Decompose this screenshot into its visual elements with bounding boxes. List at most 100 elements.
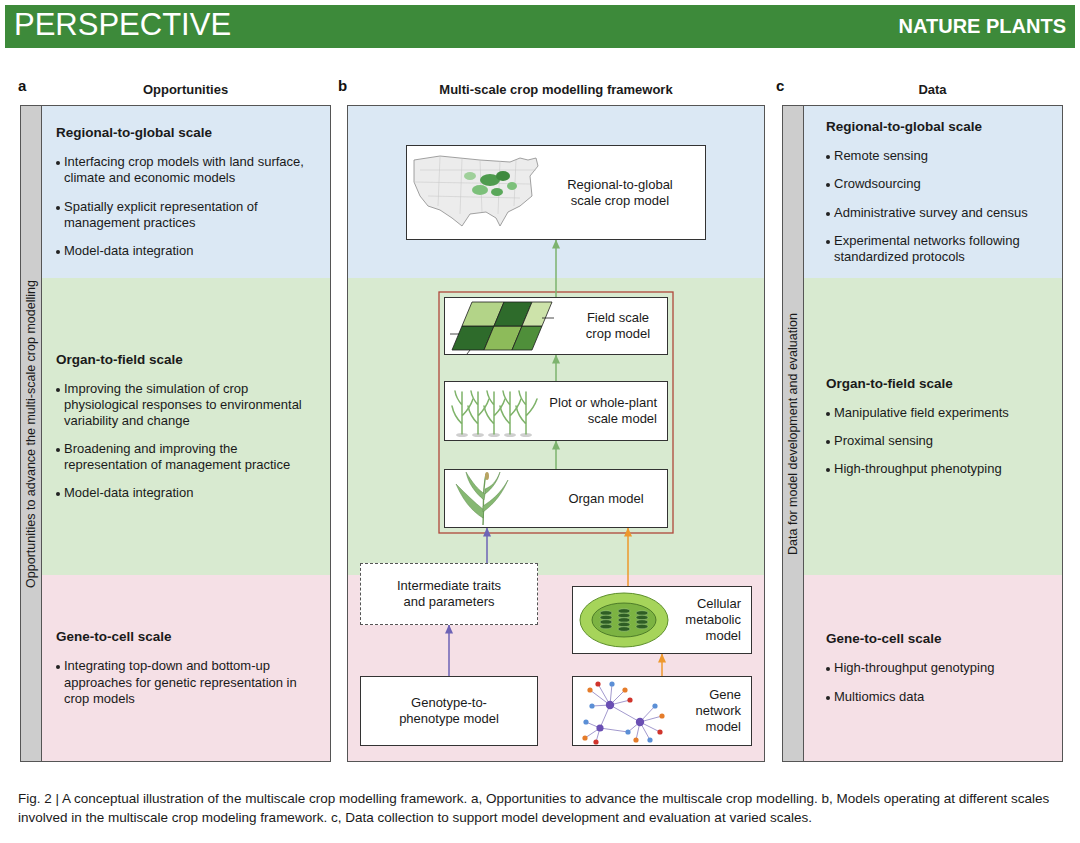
gene-network-icon <box>609 681 614 686</box>
chloroplast-icon <box>618 613 630 618</box>
model-name: Field scale crop model <box>577 310 659 342</box>
gene-network-icon <box>657 729 662 734</box>
panel: OpportunitiesOpportunities to advance th… <box>20 105 331 762</box>
chloroplast-icon <box>600 624 612 629</box>
box-ground <box>360 563 538 625</box>
model-box: Regional-to-global scale crop model <box>406 145 706 240</box>
us-map-icon <box>464 172 476 180</box>
bullet-item-text: Administrative survey and census <box>834 205 1054 221</box>
model-name: Genotype-to-phenotype model <box>391 695 507 727</box>
box-ground <box>406 145 706 240</box>
gene-network-icon <box>633 737 638 742</box>
us-map-icon <box>507 182 517 190</box>
gene-network-icon <box>583 719 588 724</box>
model-name-text: Intermediate traits and parameters <box>391 578 507 610</box>
us-map-icon <box>491 188 503 196</box>
side-label: Opportunities to advance the multi-scale… <box>24 280 38 588</box>
flow-arrow <box>448 625 450 676</box>
model-name: Plot or whole-plant scale model <box>541 395 657 427</box>
bullet-dot <box>56 492 60 496</box>
panel-heading: Opportunities <box>41 82 330 97</box>
model-box: Cellular metabolic model <box>572 586 752 654</box>
us-map-icon <box>414 156 538 226</box>
gene-network-icon <box>627 697 632 702</box>
gene-network-icon <box>582 681 664 744</box>
gene-network-icon <box>595 681 600 686</box>
scale-band-ground <box>348 575 764 761</box>
box-ground <box>360 676 538 746</box>
model-name: Intermediate traits and parameters <box>391 578 507 610</box>
scale-heading-text: Gene-to-cell scale <box>826 631 1054 647</box>
chloroplast-icon <box>600 615 612 620</box>
gene-network-icon <box>583 681 657 742</box>
journal-section: PERSPECTIVE <box>14 7 231 43</box>
plant-organ-icon <box>485 472 500 494</box>
model-name: Regional-to-global scale crop model <box>551 177 689 209</box>
gene-network-icon <box>659 713 664 718</box>
journal-name: NATURE PLANTS <box>899 15 1066 38</box>
bullet-item-text: Broadening and improving the representat… <box>64 441 322 473</box>
header-bar <box>5 5 1075 48</box>
us-map-icon <box>472 185 488 195</box>
panel-letter: c <box>776 77 784 94</box>
chloroplast-icon <box>600 609 648 632</box>
bullet-dot <box>56 206 60 210</box>
bullet-item-text: Model-data integration <box>64 243 322 259</box>
bullet-item-text: Model-data integration <box>64 485 322 501</box>
plant-row-icon <box>452 391 537 434</box>
flow-arrow <box>555 441 557 469</box>
panel-heading-text: Multi-scale crop modelling framework <box>348 82 764 97</box>
chloroplast-icon <box>580 593 668 647</box>
plant-organ-icon <box>485 472 489 480</box>
panel-heading-text: Data <box>803 82 1062 97</box>
chloroplast-icon <box>618 627 630 632</box>
scale-band-ground <box>348 106 764 761</box>
bullet-item: Crowdsourcing <box>826 176 1054 192</box>
chloroplast-icon <box>636 615 648 620</box>
chloroplast-icon <box>636 620 648 625</box>
bullet-item: Administrative survey and census <box>826 205 1054 221</box>
bullet-item: Remote sensing <box>826 148 1054 164</box>
gene-network-icon <box>582 735 587 740</box>
scale-heading: Organ-to-field scale <box>826 376 1054 392</box>
bullet-dot <box>826 468 830 472</box>
panel-letter: b <box>338 77 347 94</box>
group-outline <box>439 292 673 533</box>
side-label: Data for model development and evaluatio… <box>786 313 800 555</box>
chloroplast-icon <box>618 609 630 614</box>
plant-organ-icon <box>483 480 508 512</box>
gene-network-icon <box>587 687 592 692</box>
box-ground <box>360 145 752 746</box>
bullet-item: Improving the simulation of crop physiol… <box>56 381 322 429</box>
bullet-item-text: Integrating top-down and bottom-up appro… <box>64 658 322 706</box>
gene-network-icon <box>596 701 644 732</box>
bullet-item: Integrating top-down and bottom-up appro… <box>56 658 322 706</box>
plant-organ-icon <box>456 484 484 518</box>
bullet-item: Model-data integration <box>56 485 322 501</box>
scale-heading-text: Regional-to-global scale <box>56 125 322 141</box>
panel: DataData for model development and evalu… <box>782 105 1063 762</box>
model-name: Gene network model <box>681 687 741 735</box>
bullet-item-text: Improving the simulation of crop physiol… <box>64 381 322 429</box>
scale-band: Organ-to-field scaleManipulative field e… <box>803 278 1062 575</box>
bullet-item: Interfacing crop models with land surfac… <box>56 154 322 186</box>
field-icon <box>450 302 554 354</box>
bullet-dot <box>826 440 830 444</box>
model-name: Organ model <box>555 491 657 507</box>
gene-network-icon <box>647 737 652 742</box>
bullet-item-text: Manipulative field experiments <box>834 405 1054 421</box>
panel-heading-text: Opportunities <box>41 82 330 97</box>
model-name-text: Regional-to-global scale crop model <box>551 177 689 209</box>
flow-arrow <box>661 654 663 676</box>
scale-band: Regional-to-global scaleRemote sensingCr… <box>803 106 1062 278</box>
bullet-dot <box>826 183 830 187</box>
gene-network-icon <box>596 724 603 731</box>
gene-network-icon <box>585 684 662 742</box>
scale-band: Organ-to-field scaleImproving the simula… <box>41 278 330 575</box>
box-ground <box>572 586 752 654</box>
bullet-dot <box>826 212 830 216</box>
chloroplast-icon <box>618 622 630 627</box>
gene-network-icon <box>652 703 657 708</box>
model-name-text: Organ model <box>555 491 657 507</box>
scale-heading-text: Organ-to-field scale <box>826 376 1054 392</box>
